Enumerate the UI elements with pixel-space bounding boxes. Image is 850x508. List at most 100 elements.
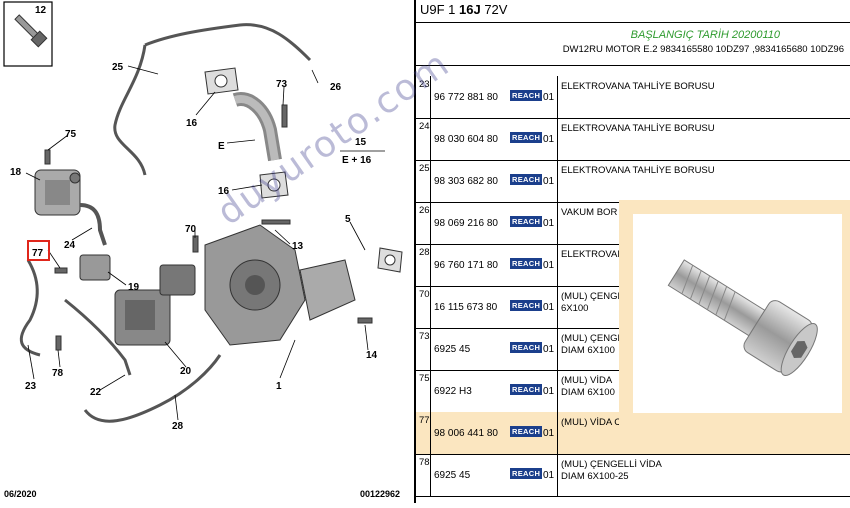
reach-badge: REACH: [510, 426, 543, 437]
label-5: 5: [345, 214, 351, 225]
column-divider: [557, 328, 558, 370]
pipe-25: [113, 23, 312, 176]
row-index: 25: [416, 160, 431, 202]
column-divider: [557, 454, 558, 496]
egr-pipe-e: [232, 92, 282, 162]
gasket-16: [204, 67, 239, 95]
reach-badge: REACH: [510, 384, 543, 395]
label-28: 28: [172, 421, 184, 432]
row-desc: ELEKTROVANA TAHLİYE BORUSU: [561, 123, 715, 135]
row-ref: 6922 H3: [434, 386, 472, 397]
row-ref: 6925 45: [434, 344, 471, 355]
egr-valve-20: [114, 264, 196, 346]
reach-badge: REACH: [510, 90, 543, 101]
row-qty: 01: [543, 134, 555, 145]
row-desc-line: (MUL) VİDA CHC R D L: [561, 417, 662, 428]
label-e: E: [218, 141, 225, 152]
exploded-view-drawing: 12 25 26 16 73 E 75 15 E + 16 18 16 70 1…: [3, 1, 403, 432]
label-78: 78: [52, 368, 64, 379]
row-qty: 01: [543, 302, 555, 313]
vehicle-title: U9F 1 16J 72V: [420, 2, 508, 17]
label-12: 12: [35, 5, 47, 16]
footer-code: 00122962: [360, 489, 401, 499]
pipe-28: [83, 354, 222, 423]
label-16-upper: 16: [186, 118, 198, 129]
label-26: 26: [330, 82, 342, 93]
label-25: 25: [112, 62, 124, 73]
row-index: 78: [416, 454, 431, 496]
row-index: 23: [416, 76, 431, 118]
row-desc-line: DIAM 6X100: [561, 387, 615, 398]
row-desc: (MUL) VİDA CHC R D L: [561, 417, 662, 429]
row-qty: 01: [543, 344, 555, 355]
stud-13-icon: [261, 219, 291, 225]
bolt-preview-icon: [667, 259, 818, 376]
label-1: 1: [276, 381, 282, 392]
reach-badge: REACH: [510, 216, 543, 227]
label-23: 23: [25, 381, 37, 392]
column-divider: [557, 370, 558, 412]
row-qty: 01: [543, 218, 555, 229]
label-20: 20: [180, 366, 192, 377]
turbo-assembly-1: [204, 224, 356, 346]
part-preview: [619, 200, 850, 429]
row-qty: 01: [543, 428, 555, 439]
row-desc-line: DIAM 6X100: [561, 345, 615, 356]
reach-badge: REACH: [510, 300, 543, 311]
row-qty: 01: [543, 92, 555, 103]
row-ref: 96 760 171 80: [434, 260, 498, 271]
motor-info: DW12RU MOTOR E.2 9834165580 10DZ97 ,9834…: [562, 44, 844, 55]
row-qty: 01: [543, 260, 555, 271]
row-ref: 98 030 604 80: [434, 134, 498, 145]
column-divider: [557, 286, 558, 328]
label-73: 73: [276, 79, 288, 90]
bolt-77-icon: [54, 267, 68, 274]
column-divider: [557, 244, 558, 286]
row-index: 70: [416, 286, 431, 328]
row-desc-line: DIAM 6X100-25: [561, 471, 629, 482]
part-preview-image: [633, 214, 842, 413]
bolt-78-icon: [55, 335, 62, 351]
panel-divider: [414, 0, 416, 503]
row-ref: 6925 45: [434, 470, 471, 481]
label-13: 13: [292, 241, 304, 252]
bolt-70-icon: [192, 235, 199, 253]
label-15: 15: [355, 137, 367, 148]
row-index: 75: [416, 370, 431, 412]
row-ref: 98 303 682 80: [434, 176, 498, 187]
column-divider: [557, 76, 558, 118]
pipe-24: [79, 203, 107, 246]
row-desc-line: 6X100: [561, 303, 589, 314]
bolt-12-icon: [14, 14, 48, 48]
label-19: 19: [128, 282, 140, 293]
row-desc-line: (MUL) ÇENGELLİ VİDA: [561, 459, 662, 470]
row-index: 73: [416, 328, 431, 370]
highlight-77: [27, 240, 50, 261]
row-index: 26: [416, 202, 431, 244]
label-24: 24: [64, 240, 76, 251]
parts-diagram: 12 25 26 16 73 E 75 15 E + 16 18 16 70 1…: [0, 0, 414, 503]
row-qty: 01: [543, 470, 555, 481]
gasket-5: [377, 247, 403, 273]
row-index: 77: [416, 412, 431, 454]
column-divider: [557, 160, 558, 202]
bolt-73-icon: [281, 104, 288, 128]
table-header: BAŞLANGIÇ TARİH 20200110 DW12RU MOTOR E.…: [416, 22, 850, 66]
row-desc-line: ELEKTROVANA TAHLİYE BORUSU: [561, 165, 715, 176]
clamp-16: [259, 171, 289, 199]
row-desc-line: (MUL) ÇENGE: [561, 333, 624, 344]
bolt-14-icon: [357, 317, 373, 324]
label-75: 75: [65, 129, 77, 140]
row-desc-line: ELEKTROVANA TAHLİYE BORUSU: [561, 123, 715, 134]
solenoid-valve-19: [79, 254, 111, 281]
row-qty: 01: [543, 386, 555, 397]
column-divider: [557, 202, 558, 244]
row-desc-line: ELEKTROVANA TAHLİYE BORUSU: [561, 81, 715, 92]
label-77: 77: [32, 248, 44, 259]
row-index: 24: [416, 118, 431, 160]
